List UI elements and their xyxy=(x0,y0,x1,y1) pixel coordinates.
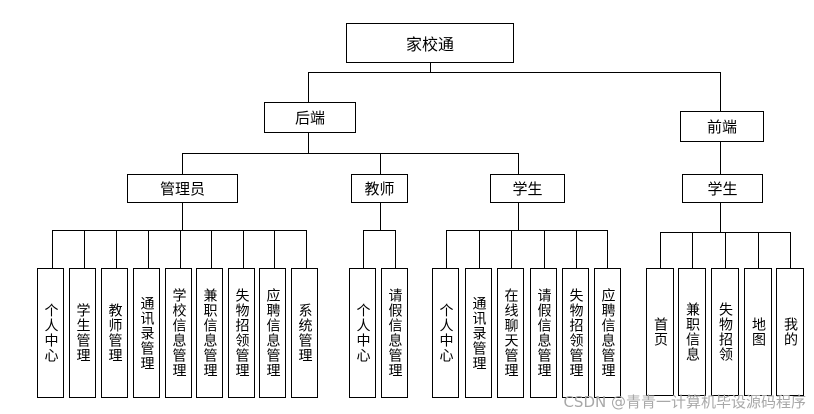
connector xyxy=(479,230,480,268)
module-node: 失物招领 xyxy=(711,268,739,396)
module-label: 通讯录管理 xyxy=(138,295,155,371)
connector xyxy=(720,72,721,112)
role-node-teacher: 教师 xyxy=(351,174,408,203)
module-label: 我的 xyxy=(782,317,798,347)
module-label: 失物招领管理 xyxy=(567,288,584,378)
connector xyxy=(511,230,512,268)
connector xyxy=(363,230,395,231)
connector xyxy=(182,153,519,154)
module-label: 系统管理 xyxy=(296,303,313,363)
connector xyxy=(544,230,545,268)
module-node: 应聘信息管理 xyxy=(594,268,621,398)
module-node: 通讯录管理 xyxy=(465,268,492,398)
root-label: 家校通 xyxy=(405,35,454,54)
module-label: 请假信息管理 xyxy=(535,288,552,378)
backend-label: 后端 xyxy=(294,109,325,127)
connector xyxy=(660,232,661,268)
connector xyxy=(180,230,181,268)
connector xyxy=(211,230,212,268)
connector xyxy=(148,230,149,268)
module-node: 兼职信息 xyxy=(678,268,706,396)
module-node: 个人中心 xyxy=(432,268,459,398)
module-node: 兼职信息管理 xyxy=(196,268,223,398)
connector xyxy=(790,232,791,268)
connector xyxy=(308,72,721,73)
module-label: 首页 xyxy=(652,317,668,347)
module-label: 教师管理 xyxy=(106,303,123,363)
module-label: 失物招领管理 xyxy=(233,288,250,378)
connector xyxy=(182,202,183,231)
connector xyxy=(720,142,721,174)
frontend-label: 前端 xyxy=(706,118,737,136)
connector xyxy=(607,230,608,268)
module-node: 学校信息管理 xyxy=(165,268,192,398)
connector xyxy=(308,132,309,154)
role-label: 管理员 xyxy=(159,180,205,198)
role-label: 教师 xyxy=(364,180,395,198)
connector xyxy=(52,230,53,268)
module-node: 通讯录管理 xyxy=(133,268,160,398)
role-label: 学生 xyxy=(512,180,543,198)
connector xyxy=(576,230,577,268)
module-label: 个人中心 xyxy=(437,303,454,363)
connector xyxy=(446,230,447,268)
module-label: 地图 xyxy=(750,317,766,347)
module-label: 学生管理 xyxy=(74,303,91,363)
module-label: 通讯录管理 xyxy=(470,295,487,371)
connector xyxy=(758,232,759,268)
module-node: 个人中心 xyxy=(37,268,64,398)
connector xyxy=(306,230,307,268)
module-label: 请假信息管理 xyxy=(386,288,403,378)
connector xyxy=(446,230,608,231)
module-node: 地图 xyxy=(744,268,772,396)
connector xyxy=(518,202,519,231)
module-node: 学生管理 xyxy=(69,268,96,398)
connector xyxy=(363,230,364,268)
connector xyxy=(692,232,693,268)
frontend-node: 前端 xyxy=(680,111,764,142)
connector xyxy=(116,230,117,268)
connector xyxy=(182,153,183,174)
connector xyxy=(430,62,431,73)
root-node: 家校通 xyxy=(346,23,514,63)
module-node: 在线聊天管理 xyxy=(497,268,524,398)
module-label: 兼职信息 xyxy=(684,302,700,362)
module-label: 学校信息管理 xyxy=(170,288,187,378)
backend-node: 后端 xyxy=(264,102,356,133)
module-node: 首页 xyxy=(646,268,674,396)
connector xyxy=(725,232,726,268)
module-label: 应聘信息管理 xyxy=(264,288,281,378)
connector xyxy=(395,230,396,268)
connector xyxy=(518,153,519,174)
module-node: 失物招领管理 xyxy=(228,268,255,398)
role-node-admin: 管理员 xyxy=(127,174,238,203)
connector xyxy=(243,230,244,268)
module-node: 我的 xyxy=(776,268,804,396)
role-node-student-frontend: 学生 xyxy=(682,174,763,203)
connector xyxy=(308,72,309,103)
module-label: 应聘信息管理 xyxy=(599,288,616,378)
module-label: 兼职信息管理 xyxy=(201,288,218,378)
module-label: 在线聊天管理 xyxy=(502,288,519,378)
module-node: 应聘信息管理 xyxy=(259,268,286,398)
watermark-text: CSDN @青青一计算机毕设源码程序 xyxy=(563,393,806,411)
module-node: 请假信息管理 xyxy=(381,268,408,398)
module-node: 系统管理 xyxy=(291,268,318,398)
connector xyxy=(380,202,381,231)
connector xyxy=(720,202,721,233)
connector xyxy=(274,230,275,268)
module-label: 个人中心 xyxy=(42,303,59,363)
module-label: 个人中心 xyxy=(354,303,371,363)
connector xyxy=(84,230,85,268)
role-node-student: 学生 xyxy=(490,174,565,203)
module-label: 失物招领 xyxy=(717,302,733,362)
module-node: 失物招领管理 xyxy=(562,268,589,398)
module-node: 教师管理 xyxy=(101,268,128,398)
module-node: 个人中心 xyxy=(349,268,376,398)
module-node: 请假信息管理 xyxy=(530,268,557,398)
connector xyxy=(52,230,306,231)
role-label: 学生 xyxy=(707,180,738,198)
connector xyxy=(380,153,381,174)
